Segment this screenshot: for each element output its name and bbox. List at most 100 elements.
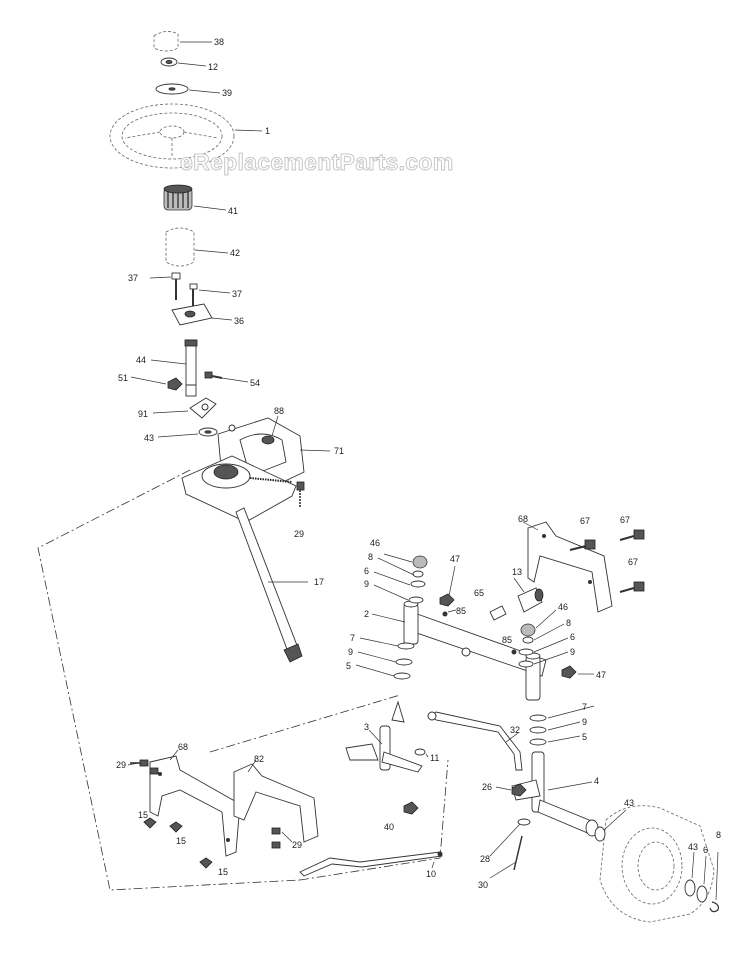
callout: 8: [566, 618, 571, 628]
callout: 42: [230, 248, 240, 258]
part-steering-bracket: [149, 755, 241, 857]
callout: 9: [348, 647, 353, 657]
callout: 6: [570, 632, 575, 642]
watermark: eReplacementParts.com: [180, 149, 453, 175]
callout: 11: [430, 753, 439, 763]
callout: 10: [426, 869, 436, 879]
part-axle-bracket: [527, 521, 613, 613]
part-gear-plate: [181, 455, 297, 523]
callout: 67: [580, 516, 590, 526]
part-nut: [143, 817, 157, 829]
callout: 44: [136, 355, 146, 365]
part-washer: [155, 83, 189, 95]
part-bolt: [149, 767, 159, 775]
callout: 9: [570, 647, 575, 657]
part-column-bracket: [171, 303, 213, 326]
part-nut: [561, 665, 577, 679]
callout: 5: [582, 732, 587, 742]
callout: 46: [558, 602, 568, 612]
part-bushing: [517, 587, 544, 613]
callout: 9: [582, 717, 587, 727]
part-e-clip: [709, 901, 719, 913]
callout: 9: [364, 579, 369, 589]
assembly-boundary-line: [37, 469, 449, 891]
callout: 67: [628, 557, 638, 567]
callout: 7: [350, 633, 355, 643]
part-cotter-pin: [513, 835, 523, 871]
part-nut: [160, 57, 178, 67]
part-tie-rod: [427, 711, 523, 771]
part-nut: [439, 593, 455, 607]
part-left-spindle: [345, 700, 423, 773]
callout: 40: [384, 822, 394, 832]
part-bolt: [619, 581, 645, 593]
callout: 91: [138, 409, 148, 419]
callout: 39: [222, 88, 232, 98]
part-bolt: [619, 529, 645, 541]
callout: 32: [510, 725, 520, 735]
callout: 5: [346, 661, 351, 671]
part-support-bracket: [233, 763, 319, 843]
callout: 65: [474, 588, 484, 598]
part-bolt: [204, 371, 223, 379]
callout: 26: [482, 782, 492, 792]
callout: 12: [208, 62, 218, 72]
part-nut: [511, 783, 527, 797]
callout: 29: [116, 760, 126, 770]
part-nut: [167, 377, 183, 391]
part-washer: [198, 427, 218, 437]
part-bolt: [130, 759, 149, 767]
callout: 68: [518, 514, 528, 524]
callout: 71: [334, 446, 344, 456]
callout: 4: [594, 776, 599, 786]
callout: 6: [364, 566, 369, 576]
callout: 88: [274, 406, 284, 416]
callout: 15: [138, 810, 148, 820]
part-fitting: [511, 649, 517, 655]
part-washer: [594, 826, 606, 842]
part-fitting: [442, 611, 448, 617]
callout: 15: [218, 867, 228, 877]
callout: 47: [450, 554, 460, 564]
callout: 85: [502, 635, 512, 645]
part-washer: [696, 885, 708, 903]
part-washer: [684, 879, 696, 897]
assembly-boundary-line-2: [209, 694, 401, 753]
callout: 36: [234, 316, 244, 326]
callout: 1: [265, 126, 270, 136]
callout: 54: [250, 378, 260, 388]
part-steering-wheel: [109, 103, 235, 169]
callout: 7: [582, 702, 587, 712]
callout: 51: [118, 373, 128, 383]
part-nut: [169, 821, 183, 833]
part-wheel: [599, 805, 715, 923]
callout: 43: [624, 798, 634, 808]
callout: 38: [214, 37, 224, 47]
part-bolt: [414, 748, 426, 756]
callout: 82: [254, 754, 264, 764]
callout: 17: [314, 577, 324, 587]
callout: 29: [292, 840, 302, 850]
callout: 46: [370, 538, 380, 548]
part-adapter: [163, 184, 193, 211]
part-nut: [403, 801, 419, 815]
part-column-tube: [165, 227, 195, 267]
callout: 68: [178, 742, 188, 752]
part-nut: [199, 857, 213, 869]
callout: 85: [456, 606, 466, 616]
part-cap: [153, 31, 179, 52]
callout-labels: 38 12 39 1 41 42 37 37 36 44 51 54 91 88…: [116, 37, 721, 890]
part-clip: [189, 397, 217, 419]
callout: 15: [176, 836, 186, 846]
part-bolt: [296, 481, 305, 508]
callout: 2: [364, 609, 369, 619]
part-washer: [517, 818, 531, 826]
callout: 43: [688, 842, 698, 852]
part-washer-stack: [518, 623, 547, 746]
part-drag-link: [299, 851, 443, 877]
callout: 37: [128, 273, 138, 283]
part-steering-shaft: [184, 339, 198, 397]
callout: 29: [294, 529, 304, 539]
callout: 8: [368, 552, 373, 562]
